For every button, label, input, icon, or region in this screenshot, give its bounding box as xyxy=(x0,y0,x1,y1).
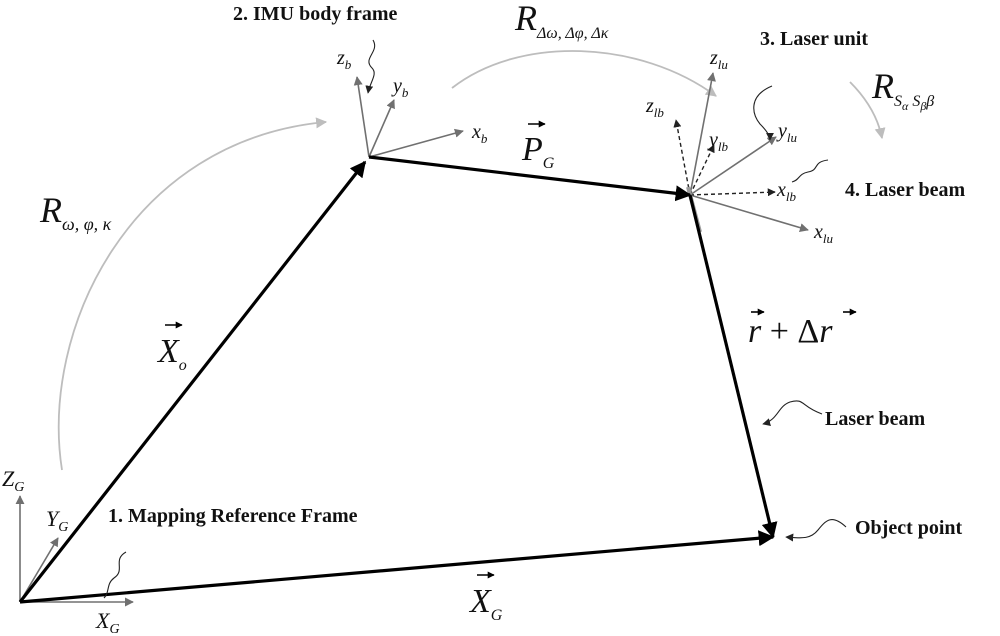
axis-ylb xyxy=(689,144,715,196)
rotation-arc-mapping-to-imu xyxy=(57,117,328,471)
vector-XG xyxy=(19,530,775,604)
leader-mapping-frame xyxy=(103,551,127,599)
vector-Xo xyxy=(18,160,367,603)
rotation-arc-imu-to-laser xyxy=(451,50,717,97)
laser-beam-annotation: Laser beam xyxy=(825,408,926,430)
leader-laser-beam-frame xyxy=(791,159,829,183)
svg-text:XG: XG xyxy=(468,583,503,624)
laser-beam-frame-title: 4. Laser beam xyxy=(845,179,966,201)
label-ylu: ylu xyxy=(776,120,798,145)
axis-xlb xyxy=(689,188,776,197)
label-zlu: zlu xyxy=(709,47,728,72)
label-zlb: zlb xyxy=(645,95,664,120)
axis-zlu xyxy=(689,72,716,196)
label-xlu: xlu xyxy=(813,221,834,246)
label-xb: xb xyxy=(471,121,488,146)
svg-text:Xo: Xo xyxy=(156,333,187,374)
axis-zlb xyxy=(673,119,691,196)
laser-beam-axes xyxy=(673,119,776,197)
label-vector-Xo: Xo xyxy=(156,321,187,374)
label-yb: yb xyxy=(391,75,409,100)
label-vector-XG: XG xyxy=(468,571,503,624)
label-vector-r: r + Δr xyxy=(748,308,857,350)
axis-ylu xyxy=(689,136,777,196)
label-ZG: ZG xyxy=(2,466,24,495)
label-rotation-R3: RSα Sββ xyxy=(871,66,934,113)
leader-object-point xyxy=(785,519,847,542)
laser-unit-title: 3. Laser unit xyxy=(760,28,868,50)
vector-PG xyxy=(368,155,692,202)
label-rotation-R2: RΔω, Δφ, Δκ xyxy=(514,0,609,42)
imu-frame-axes xyxy=(353,76,464,158)
svg-text:PG: PG xyxy=(521,131,555,172)
axis-yb xyxy=(368,99,395,158)
leader-imu-frame xyxy=(365,39,376,94)
vector-r xyxy=(688,194,778,539)
imu-frame-title: 2. IMU body frame xyxy=(233,3,398,25)
leader-laser-beam xyxy=(762,400,823,427)
axis-xlu xyxy=(689,194,809,233)
label-rotation-R1: Rω, φ, κ xyxy=(39,190,112,234)
axis-xb xyxy=(368,128,464,158)
label-ylb: ylb xyxy=(707,129,729,154)
label-zb: zb xyxy=(336,47,352,72)
label-YG: YG xyxy=(46,506,68,535)
object-point-annotation: Object point xyxy=(855,517,963,539)
axis-zb xyxy=(353,76,370,158)
rotation-arc-laser-unit-to-beam xyxy=(849,81,886,140)
laser-unit-axes xyxy=(689,72,809,233)
svg-text:r + Δr: r + Δr xyxy=(748,313,833,350)
mapping-frame-title: 1. Mapping Reference Frame xyxy=(108,505,358,527)
label-xlb: xlb xyxy=(776,179,797,204)
label-XG-axis: XG xyxy=(95,608,120,636)
label-vector-PG: PG xyxy=(521,120,555,172)
leader-laser-unit xyxy=(753,85,774,141)
